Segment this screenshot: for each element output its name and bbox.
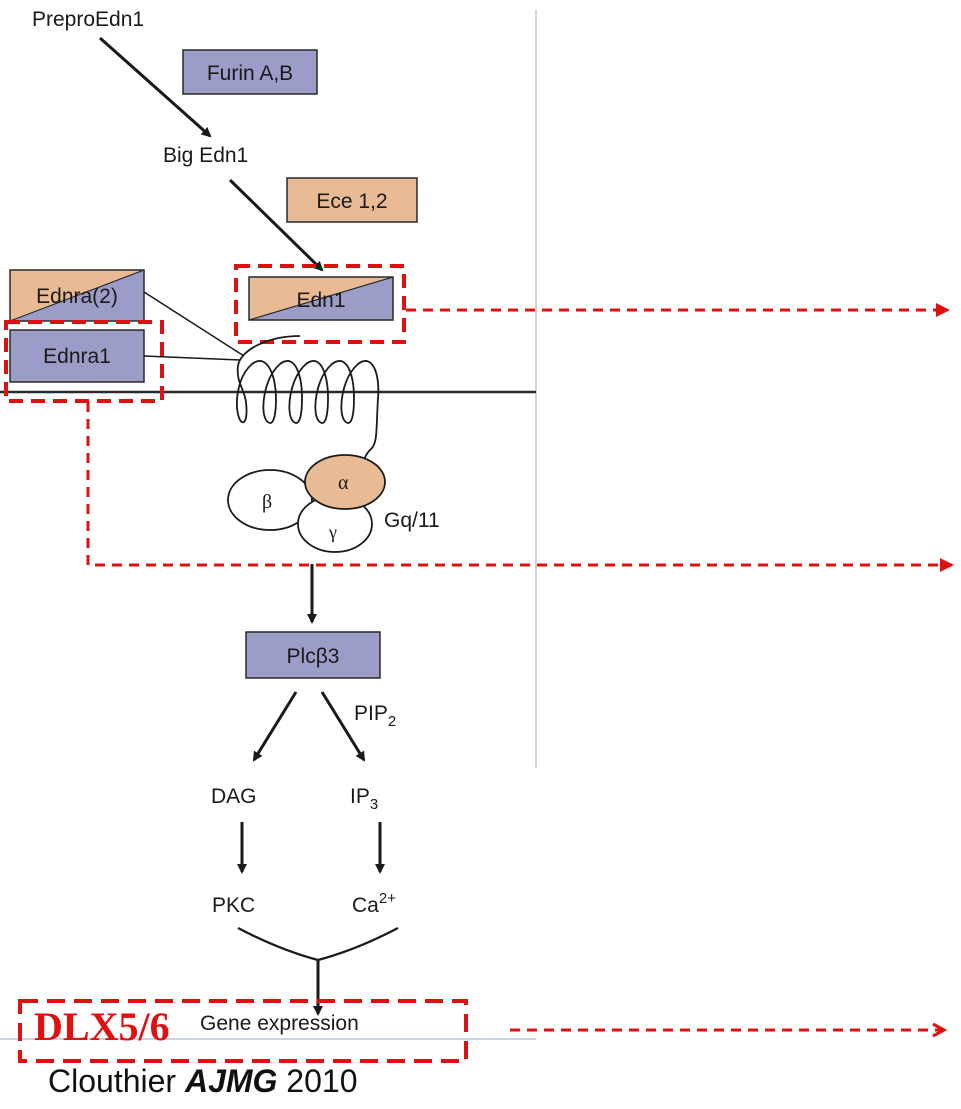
ednra1-box: [9, 329, 145, 383]
furin-box: [182, 49, 318, 95]
dag-label: DAG: [211, 785, 257, 808]
beta-subunit: [227, 469, 313, 531]
alpha-label: α: [338, 472, 349, 494]
pip2-label: PIP2: [354, 702, 396, 730]
ednra2-box: [9, 269, 145, 322]
plcb3-label: Plcβ3: [287, 645, 340, 668]
prepro-edn1-label: PreproEdn1: [32, 8, 144, 31]
edn1-box: [248, 276, 394, 321]
prepro-to-big-arrow: [99, 36, 212, 138]
ece-label: Ece 1,2: [316, 190, 387, 213]
beta-label: β: [262, 491, 272, 513]
gamma-label: γ: [328, 522, 337, 542]
dlx-label: DLX5/6: [34, 1004, 170, 1049]
ednra1-connector: [143, 355, 241, 361]
edn1-label: Edn1: [296, 289, 345, 312]
ednra2-connector: [143, 291, 245, 357]
ip3-label: IP3: [350, 785, 378, 813]
pkc-label: PKC: [212, 894, 255, 917]
big-edn1-label: Big Edn1: [163, 144, 248, 167]
citation: Clouthier AJMG 2010: [48, 1063, 357, 1099]
plcb3-box: [245, 631, 381, 679]
ednra2-label: Ednra(2): [36, 285, 118, 308]
gene-expression-label: Gene expression: [200, 1012, 359, 1035]
gene-expression-highlight: [18, 999, 468, 1063]
converge-lines: [237, 927, 399, 962]
ece-box: [286, 177, 418, 223]
plc-to-ip3-arrow: [320, 691, 366, 762]
big-to-edn1-arrow: [228, 178, 324, 272]
gq11-label: Gq/11: [384, 509, 440, 532]
alpha-subunit: [304, 454, 386, 510]
ca-label: Ca2+: [352, 890, 396, 917]
receptor-coil: [235, 335, 380, 467]
ednra1-highlight: [4, 320, 164, 403]
ednra1-label: Ednra1: [43, 345, 111, 368]
plc-to-dag-arrow: [252, 691, 298, 762]
edn1-highlight: [234, 264, 406, 344]
ednra1-dashed-arrow: [86, 402, 954, 572]
furin-label: Furin A,B: [207, 62, 293, 85]
